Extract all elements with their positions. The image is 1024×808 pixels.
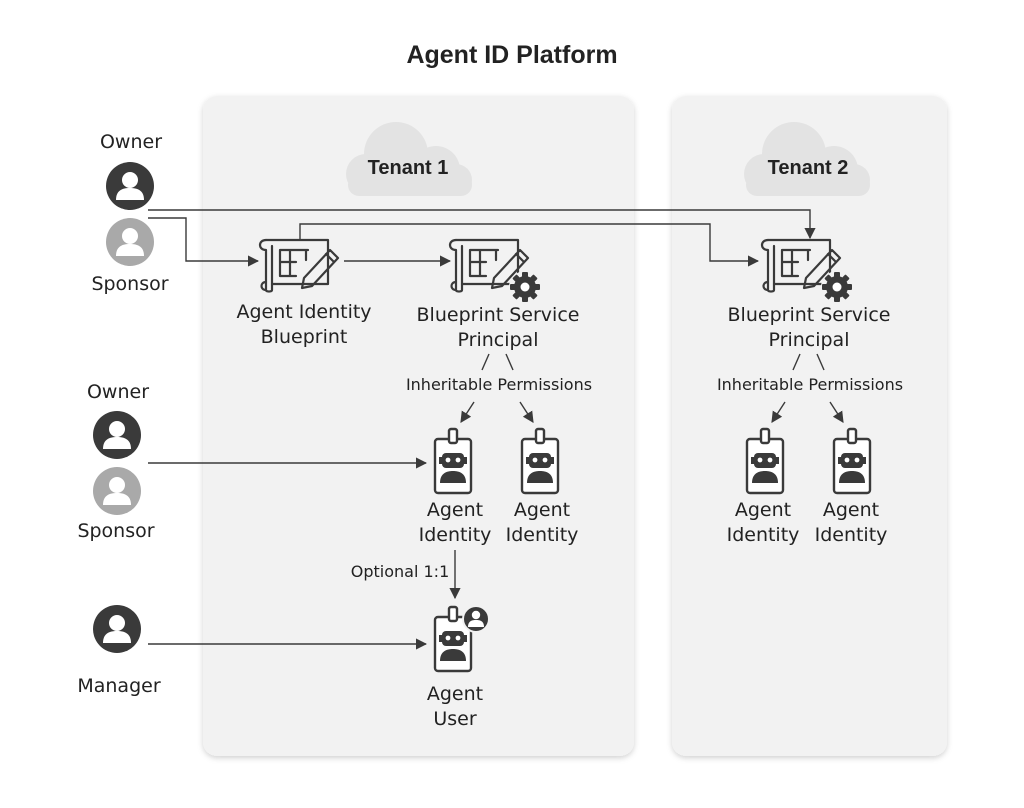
owner-top-label: Owner [99,131,163,153]
owner-top-icon [106,162,154,210]
edge-owner-to-tenant2-bsp [148,209,816,240]
edge-bsp2-split-b [816,353,825,371]
agent-identity-blueprint-label: Agent Identity Blueprint [236,301,372,348]
agent-identity-2-label: Agent Identity [505,499,579,546]
agent-identity-4-icon [832,427,872,495]
owner-mid-label: Owner [86,381,150,403]
edge-inherit-1a [460,401,475,423]
agent-user-label: Agent User [426,683,484,730]
inheritable-permissions-2-label: Inheritable Permissions [716,375,904,394]
page-title: Agent ID Platform [406,41,618,69]
gear-icon [822,272,852,302]
agent-identity-4-label: Agent Identity [814,499,888,546]
agent-identity-1-label: Agent Identity [418,499,492,546]
edge-inherit-2a [771,401,786,423]
sponsor-mid-label: Sponsor [77,520,155,542]
agent-identity-1-icon [433,427,473,495]
agent-identity-3-icon [745,427,785,495]
edge-bsp1-split-a [481,353,490,371]
gear-icon [510,272,540,302]
blueprint-service-principal-2-label: Blueprint Service Principal [727,304,891,351]
agent-identity-3-label: Agent Identity [726,499,800,546]
edge-bsp2-split-a [792,353,801,371]
edge-blueprint-to-bsp2 [299,223,760,267]
blueprint-service-principal-1-label: Blueprint Service Principal [416,304,580,351]
sponsor-top-icon [106,218,154,266]
optional-1-1-label: Optional 1:1 [350,562,450,581]
edge-inherit-2b [829,401,844,423]
agent-identity-2-icon [520,427,560,495]
manager-icon [93,605,141,653]
sponsor-top-label: Sponsor [91,273,169,295]
owner-mid-icon [93,411,141,459]
tenant-2-label: Tenant 2 [767,157,849,179]
sponsor-mid-icon [93,467,141,515]
inheritable-permissions-1-label: Inheritable Permissions [405,375,593,394]
edge-bsp1-split-b [505,353,514,371]
edge-inherit-1b [519,401,534,423]
tenant-1-label: Tenant 1 [367,157,449,179]
edge-sponsor-to-blueprint [148,217,260,267]
manager-label: Manager [77,675,161,697]
